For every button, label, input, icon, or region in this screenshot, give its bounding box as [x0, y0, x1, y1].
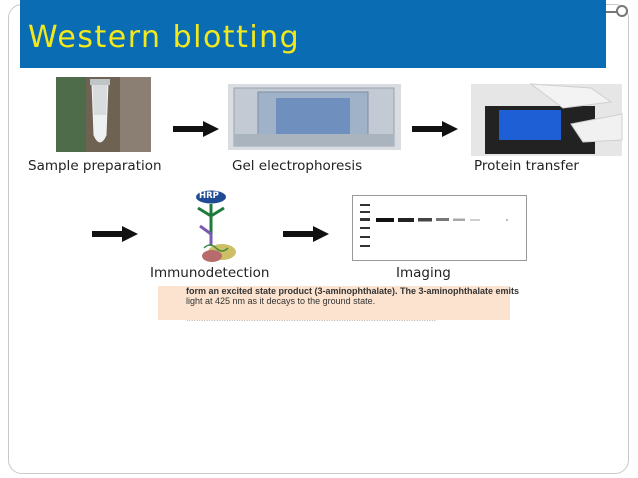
step-label-protein-transfer: Protein transfer	[474, 158, 579, 174]
arrow-right-icon	[173, 121, 219, 142]
frame-connector	[603, 11, 619, 13]
step-label-sample-preparation: Sample preparation	[28, 158, 162, 174]
step-label-gel-electrophoresis: Gel electrophoresis	[232, 158, 363, 174]
arrow-right-icon	[92, 226, 138, 247]
arrow-right-icon	[412, 121, 458, 142]
step-label-immunodetection: Immunodetection	[150, 265, 270, 281]
arrow-right-icon	[283, 226, 329, 247]
immunodetection-diagram	[182, 190, 244, 266]
frame-dot-ornament	[616, 5, 628, 17]
slide-title: Western blotting	[28, 20, 301, 55]
overlay-text-line: ........................................…	[186, 313, 437, 323]
overlay-text-line: light at 425 nm as it decays to the grou…	[186, 296, 376, 306]
overlay-text-strip: form an excited state product (3-aminoph…	[158, 286, 519, 323]
hrp-label: HRP	[199, 191, 219, 201]
gel-electrophoresis-photo	[228, 84, 401, 150]
step-label-imaging: Imaging	[396, 265, 451, 281]
imaging-blot	[352, 195, 527, 261]
overlay-text-line: form an excited state product (3-aminoph…	[186, 286, 520, 296]
protein-transfer-photo	[471, 83, 623, 156]
title-bar: Western blotting	[20, 0, 606, 68]
sample-preparation-photo	[56, 77, 151, 152]
